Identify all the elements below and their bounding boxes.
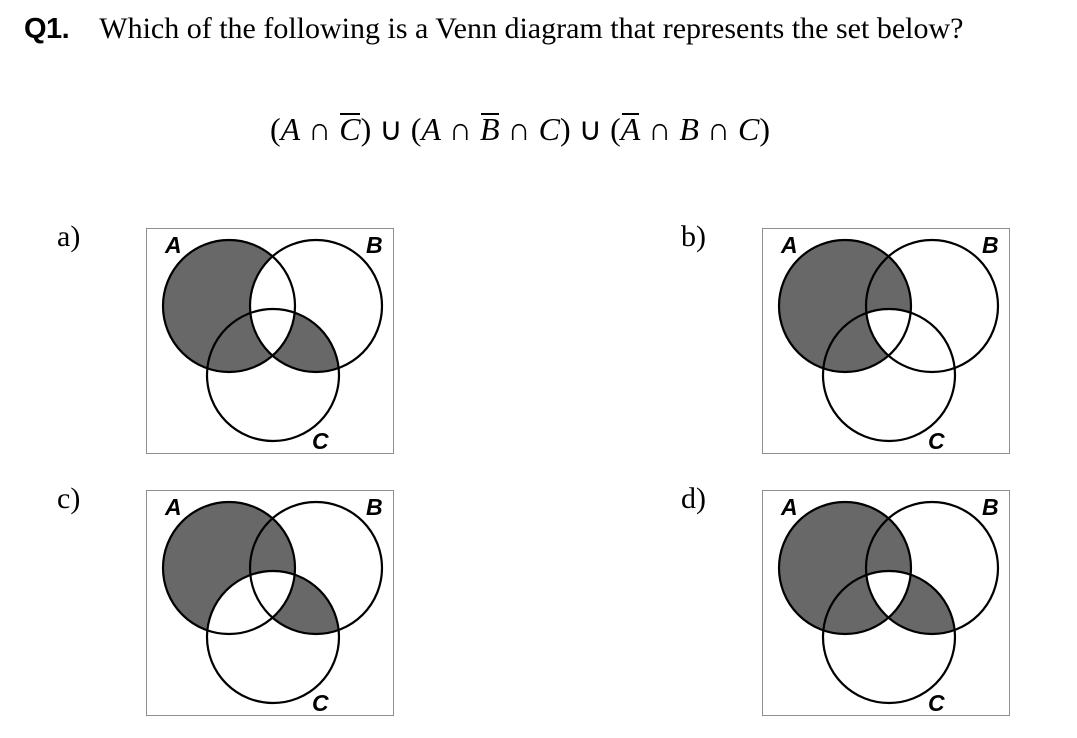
venn-set-label-c: C <box>928 428 945 454</box>
venn-set-label-b: B <box>982 494 999 520</box>
option-label-c[interactable]: c) <box>57 482 81 515</box>
circle-a-outline <box>777 500 913 636</box>
option-label-b[interactable]: b) <box>681 220 706 253</box>
circle-c-outline <box>821 307 957 443</box>
formula-segment: ∩ <box>640 111 680 147</box>
circle-b-outline <box>248 238 384 374</box>
venn-set-label-c: C <box>312 690 329 716</box>
venn-set-label-b: B <box>366 494 383 520</box>
formula-segment: ∩ <box>300 111 340 147</box>
formula-segment: ∩ <box>499 111 539 147</box>
question-number: Q1. <box>24 13 70 45</box>
circle-c-outline <box>821 569 957 705</box>
formula-segment: B <box>480 111 500 147</box>
formula-segment: ∩ <box>440 111 480 147</box>
venn-set-label-a: A <box>164 232 182 258</box>
circle-a-outline <box>777 238 913 374</box>
venn-set-label-c: C <box>928 690 945 716</box>
circle-a-outline <box>161 500 297 636</box>
formula-segment: A <box>421 111 441 147</box>
set-formula: (A ∩ C) ∪ (A ∩ B ∩ C) ∪ (A ∩ B ∩ C) <box>0 110 1040 148</box>
venn-set-label-a: A <box>780 494 798 520</box>
formula-segment: C <box>738 111 760 147</box>
circle-a-outline <box>161 238 297 374</box>
circle-c-outline <box>205 307 341 443</box>
circle-c-outline <box>205 569 341 705</box>
formula-segment: ( <box>269 111 281 147</box>
question-text: Which of the following is a Venn diagram… <box>99 12 964 45</box>
formula-segment: A <box>620 111 641 147</box>
formula-segment: ) <box>759 111 771 147</box>
venn-diagram-option-a[interactable]: A B C <box>146 228 394 454</box>
venn-diagram-option-c[interactable]: A B C <box>146 490 394 716</box>
venn-set-label-a: A <box>164 494 182 520</box>
formula-segment: A <box>280 111 301 147</box>
venn-diagram-option-b[interactable]: A B C <box>762 228 1010 454</box>
formula-segment: ∩ <box>698 111 739 147</box>
question-header: Q1. Which of the following is a Venn diag… <box>24 12 963 46</box>
venn-set-label-b: B <box>982 232 999 258</box>
venn-set-label-c: C <box>312 428 329 454</box>
venn-diagram-option-d[interactable]: A B C <box>762 490 1010 716</box>
option-label-a[interactable]: a) <box>57 220 81 253</box>
option-label-d[interactable]: d) <box>681 482 706 515</box>
formula-segment: C <box>339 111 361 147</box>
venn-set-label-a: A <box>780 232 798 258</box>
formula-segment: C <box>538 111 560 147</box>
venn-set-label-b: B <box>366 232 383 258</box>
formula-segment: B <box>679 111 699 147</box>
formula-segment: ) ∪ ( <box>560 111 621 147</box>
circle-b-outline <box>248 500 384 636</box>
circle-b-outline <box>864 238 1000 374</box>
circle-b-outline <box>864 500 1000 636</box>
formula-segment: ) ∪ ( <box>360 111 422 147</box>
